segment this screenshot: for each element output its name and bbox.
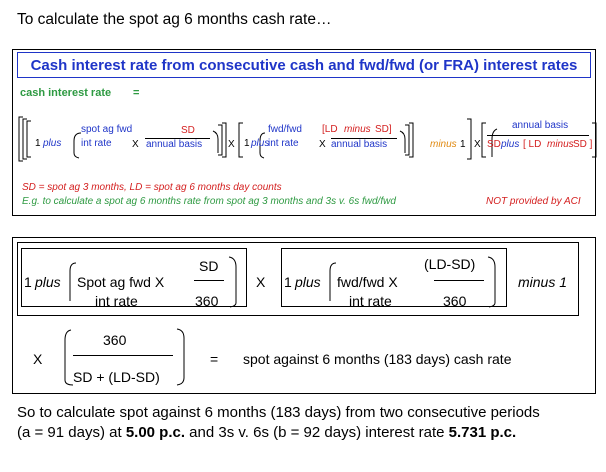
formula-brackets (18, 116, 597, 162)
term2-times: X (319, 139, 326, 150)
outro-line1: So to calculate spot against 6 months (1… (17, 404, 540, 421)
term2-numerator-minus: minus (344, 124, 371, 135)
rate-b: 5.731 p.c. (448, 424, 517, 441)
intro-text: To calculate the spot ag 6 months cash r… (17, 11, 332, 28)
outro-line2: (a = 91 days) at 5.00 p.c. and 3s v. 6s … (17, 423, 540, 443)
calc-term1-one: 1 (24, 274, 32, 290)
term1-times: X (132, 139, 139, 150)
term1-rate-line2: int rate (81, 138, 112, 149)
final-den-close: SD ] (573, 139, 593, 150)
calc-term1-plus: plus (35, 274, 61, 290)
final-den-open: [ LD (523, 139, 542, 150)
term1-fraction-line (145, 138, 210, 139)
outro-text: So to calculate spot against 6 months (1… (17, 403, 540, 443)
final-numerator: annual basis (512, 120, 569, 131)
example-note: E.g. to calculate a spot ag 6 months rat… (22, 196, 396, 207)
final-den-sd: SD (487, 139, 501, 150)
computation-top-row: 1 plus Spot ag fwd X int rate SD 360 X 1… (17, 242, 579, 316)
day-count-note: SD = spot ag 3 months, LD = spot ag 6 mo… (22, 182, 282, 193)
calc-term1-den: 360 (195, 293, 219, 309)
term1-plus: plus (43, 138, 62, 149)
calc-result-fraction-line (73, 355, 173, 356)
formula-expression: 1 plus spot ag fwd int rate X SD annual … (17, 111, 597, 167)
term2-rate-line1: fwd/fwd (268, 124, 302, 135)
calc-result-text: spot against 6 months (183 days) cash ra… (243, 351, 512, 367)
calc-term2-den: 360 (443, 293, 467, 309)
term1-one: 1 (35, 138, 41, 149)
final-times: X (474, 139, 481, 150)
calc-term2-line1: fwd/fwd X (337, 274, 398, 290)
calc-term2-one: 1 (284, 274, 292, 290)
calc-equals: = (210, 351, 219, 367)
minus-word: minus (430, 139, 457, 150)
outro-line2-mid: and 3s v. 6s (b = 92 days) interest rate (185, 424, 449, 441)
aci-note: NOT provided by ACI (486, 196, 581, 207)
calc-term2-num: (LD-SD) (424, 256, 476, 272)
calc-term2-line2: int rate (349, 293, 392, 309)
term2-numerator-close: SD] (375, 124, 392, 135)
term2-fraction-line (331, 138, 397, 139)
formula-panel: Cash interest rate from consecutive cash… (12, 49, 597, 216)
calc-term1-num: SD (199, 258, 219, 274)
term2-plus: plus (251, 138, 270, 149)
equals-sign: = (133, 87, 140, 99)
calc-result-num: 360 (103, 332, 127, 348)
calc-term1-fraction-line (194, 280, 224, 281)
calc-term1-line1: Spot ag fwd X (77, 274, 165, 290)
rate-a: 5.00 p.c. (125, 424, 186, 441)
term2-numerator-open: [LD (322, 124, 338, 135)
final-den-plus: plus (501, 139, 520, 150)
minus-one: 1 (460, 139, 466, 150)
calc-term2-plus: plus (295, 274, 321, 290)
result-brackets (64, 328, 185, 386)
cash-interest-rate-label: cash interest rate (20, 87, 112, 99)
term2-rate-line2: int rate (268, 138, 299, 149)
term1-denominator: annual basis (146, 139, 203, 150)
calc-join-times: X (256, 274, 266, 290)
computation-brackets (21, 248, 507, 308)
term2-one: 1 (244, 138, 250, 149)
calc-term2-fraction-line (434, 280, 484, 281)
calc-result-den: SD + (LD-SD) (73, 369, 160, 385)
term1-rate-line1: spot ag fwd (81, 124, 133, 135)
term2-denominator: annual basis (331, 139, 388, 150)
calc-times: X (33, 351, 43, 367)
calc-term1-line2: int rate (95, 293, 138, 309)
term1-numerator: SD (181, 125, 195, 136)
final-den-minus: minus (547, 139, 574, 150)
outro-line2-pre: (a = 91 days) at (17, 424, 126, 441)
final-fraction-line (487, 135, 589, 136)
computation-panel: 1 plus Spot ag fwd X int rate SD 360 X 1… (12, 237, 596, 394)
formula-title: Cash interest rate from consecutive cash… (17, 52, 591, 78)
join-times: X (228, 139, 235, 150)
calc-minus-one: minus 1 (518, 274, 568, 290)
